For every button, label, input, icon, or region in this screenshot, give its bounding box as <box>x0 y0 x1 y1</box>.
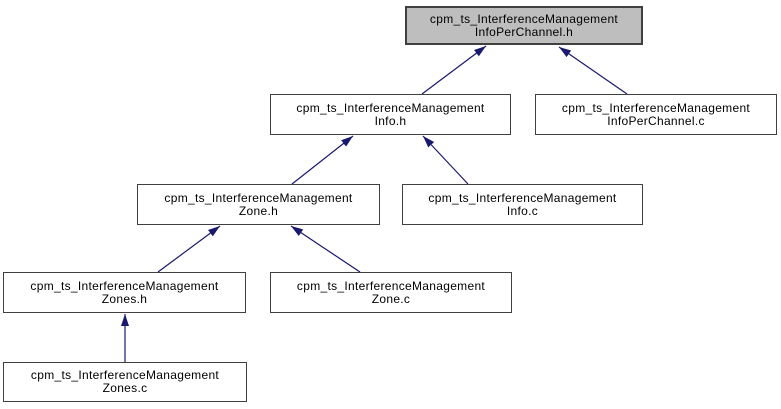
node-label-line: cpm_ts_InterferenceManagement <box>30 368 220 382</box>
node-label-line: InfoPerChannel.h <box>474 24 574 39</box>
node-label-line: cpm_ts_InterferenceManagement <box>429 11 619 26</box>
include-edge-info-c-to-info-h <box>422 135 469 185</box>
node-label-line: cpm_ts_InterferenceManagement <box>30 278 219 293</box>
include-edge-zone-h-to-info-h <box>291 135 354 185</box>
node-label-line: Info.h <box>374 113 407 128</box>
node-info-c[interactable]: cpm_ts_InterferenceManagement Info.c <box>402 184 643 225</box>
node-label-line: cpm_ts_InterferenceManagement <box>296 278 486 293</box>
node-label-line: InfoPerChannel.c <box>607 113 705 128</box>
node-label-line: cpm_ts_InterferenceManagement <box>296 100 485 115</box>
node-zone-c[interactable]: cpm_ts_InterferenceManagement Zone.c <box>270 272 512 313</box>
node-label-line: Zones.c <box>102 381 148 395</box>
node-info-h[interactable]: cpm_ts_InterferenceManagement Info.h <box>270 94 511 135</box>
node-label-line: cpm_ts_InterferenceManagement <box>164 190 353 205</box>
node-label-line: Zones.h <box>101 291 148 306</box>
node-zones-c[interactable]: cpm_ts_InterferenceManagement Zones.c <box>3 362 247 402</box>
node-info-per-channel-c[interactable]: cpm_ts_InterferenceManagement InfoPerCha… <box>535 94 777 135</box>
include-edge-zones-h-to-zone-h <box>157 225 221 273</box>
include-edge-info-h-to-info-per-channel-h <box>421 45 487 95</box>
node-label-line: Info.c <box>506 203 539 218</box>
include-edge-zone-c-to-zone-h <box>290 225 361 273</box>
node-zones-h[interactable]: cpm_ts_InterferenceManagement Zones.h <box>3 272 246 313</box>
node-label-line: Zone.h <box>238 203 279 218</box>
include-edge-info-per-channel-c-to-info-per-channel-h <box>558 46 628 95</box>
node-info-per-channel-h: cpm_ts_InterferenceManagement InfoPerCha… <box>405 6 643 45</box>
node-label-line: Zone.c <box>371 291 411 306</box>
node-zone-h[interactable]: cpm_ts_InterferenceManagement Zone.h <box>137 184 380 225</box>
node-label-line: cpm_ts_InterferenceManagement <box>561 100 751 115</box>
node-label-line: cpm_ts_InterferenceManagement <box>428 190 617 205</box>
